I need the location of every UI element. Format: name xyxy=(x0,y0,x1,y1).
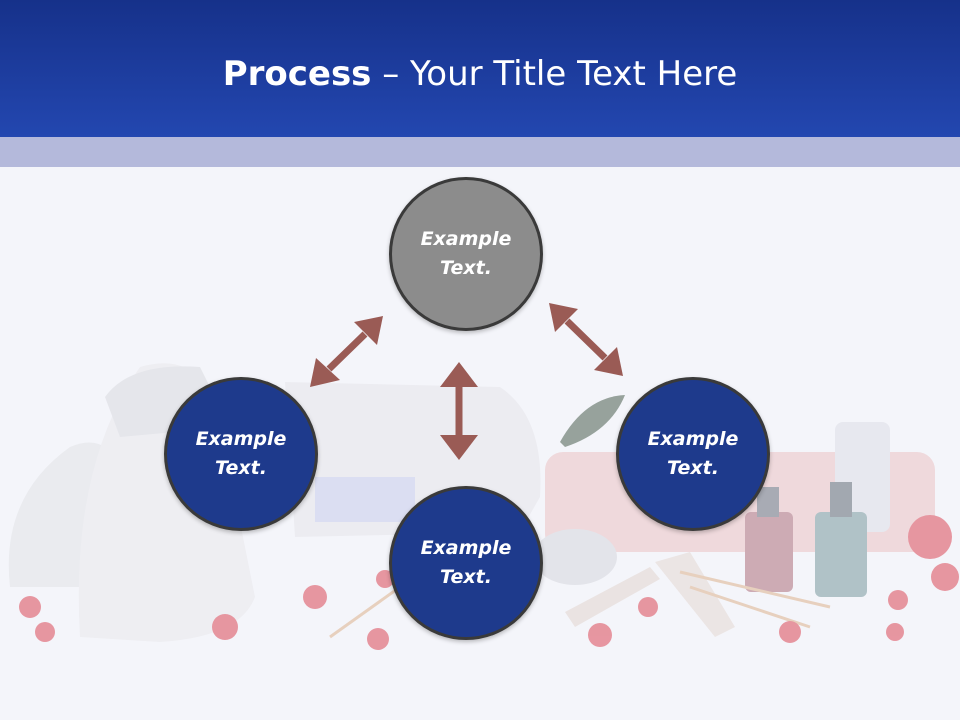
orange-stick-shape xyxy=(679,570,831,609)
arrow-head xyxy=(354,316,383,345)
polish-cap xyxy=(830,482,852,517)
rose-shape xyxy=(888,590,908,610)
slide-title-rest: – Your Title Text Here xyxy=(371,54,738,94)
arrow-head xyxy=(440,435,478,460)
arrow-top-left xyxy=(326,331,368,372)
polish-bottle-green xyxy=(815,512,867,597)
polish-cap xyxy=(757,487,779,517)
rose-shape xyxy=(588,623,612,647)
process-node-right-text: Example Text. xyxy=(647,428,739,479)
cream-jar-shape xyxy=(533,529,617,585)
rose-shape xyxy=(367,628,389,650)
rose-shape xyxy=(908,515,952,559)
rose-shape xyxy=(638,597,658,617)
slide-title: Process – Your Title Text Here xyxy=(0,52,960,96)
rose-shape xyxy=(212,614,238,640)
arrow-top-right xyxy=(564,318,608,361)
leaf-shape xyxy=(560,395,625,447)
rose-shape xyxy=(779,621,801,643)
polish-bottle-red xyxy=(745,512,793,592)
rose-shape xyxy=(35,622,55,642)
process-node-top: Example Text. xyxy=(389,177,543,331)
arrow-head xyxy=(549,303,578,332)
rose-shape xyxy=(931,563,959,591)
slide-title-bold: Process xyxy=(222,54,372,94)
process-node-bottom: Example Text. xyxy=(389,486,543,640)
title-underline-band xyxy=(0,137,960,167)
rose-petals xyxy=(19,515,959,650)
arrow-head xyxy=(440,362,478,387)
process-node-bottom-text: Example Text. xyxy=(420,537,512,588)
rose-shape xyxy=(886,623,904,641)
process-node-right: Example Text. xyxy=(616,377,770,531)
process-node-left: Example Text. xyxy=(164,377,318,531)
nail-file-shape xyxy=(565,567,660,627)
process-node-left-text: Example Text. xyxy=(195,428,287,479)
rose-shape xyxy=(303,585,327,609)
orange-stick-shape xyxy=(329,585,401,639)
rose-shape xyxy=(19,596,41,618)
process-node-top-text: Example Text. xyxy=(420,228,512,279)
title-bar xyxy=(0,0,960,137)
orange-stick-shape xyxy=(689,585,811,629)
arrow-head xyxy=(594,347,623,376)
nail-file-shape xyxy=(655,552,735,637)
nail-lamp-light xyxy=(315,477,415,522)
arrow-head xyxy=(310,358,340,387)
